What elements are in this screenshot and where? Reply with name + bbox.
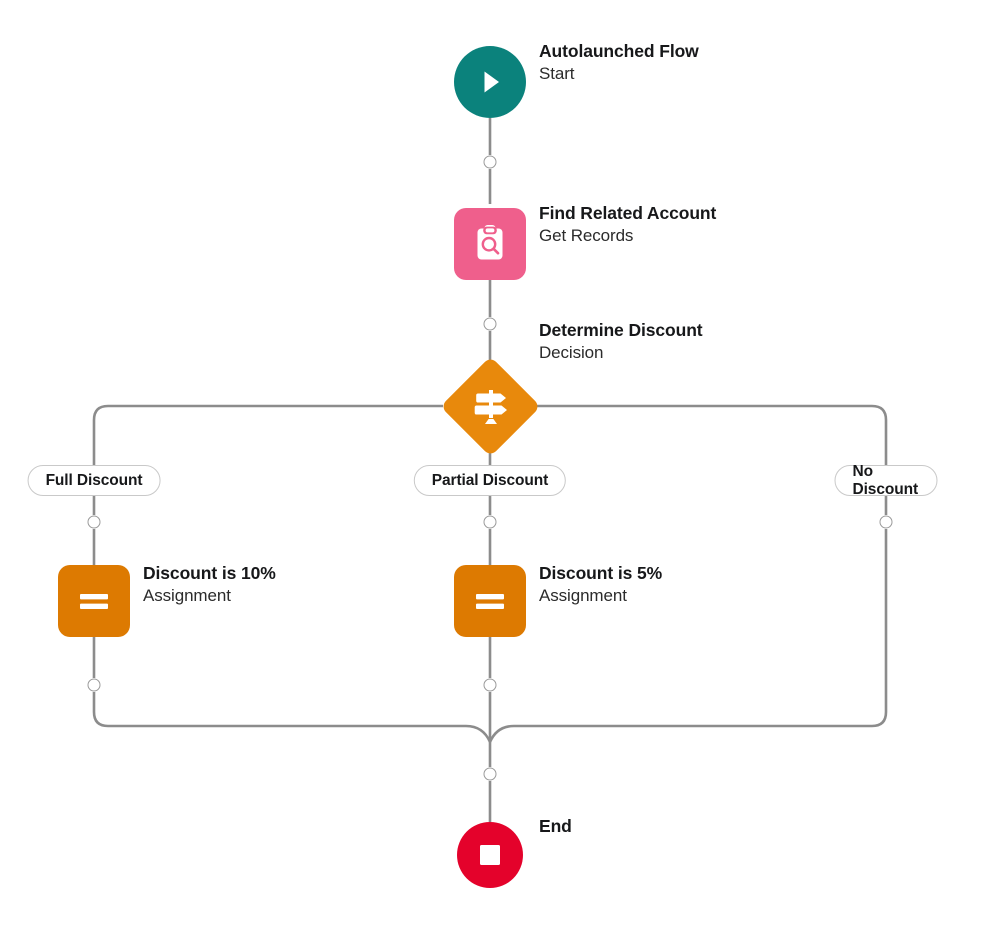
connector-dot-before-end[interactable] xyxy=(483,767,497,781)
get-records-node-title: Find Related Account xyxy=(539,203,717,223)
connector-dot-partial-branch[interactable] xyxy=(483,515,497,529)
connector-dot-start-to-getrecords[interactable] xyxy=(483,155,497,169)
assignment-partial-node-shape xyxy=(454,565,526,637)
start-node-title: Autolaunched Flow xyxy=(539,41,699,61)
flow-node-assignment-partial[interactable] xyxy=(454,565,526,637)
decision-node-title: Determine Discount xyxy=(539,320,703,340)
branch-label-no-discount[interactable]: No Discount xyxy=(834,463,938,498)
start-node-label: Autolaunched Flow Start xyxy=(539,41,699,84)
connector-dot-no-discount-branch[interactable] xyxy=(879,515,893,529)
end-node-label: End xyxy=(539,816,572,837)
decision-node-label: Determine Discount Decision xyxy=(539,320,703,363)
flow-node-get-records[interactable] xyxy=(454,208,526,280)
play-icon xyxy=(454,46,526,118)
equals-icon xyxy=(58,565,130,637)
get-records-node-label: Find Related Account Get Records xyxy=(539,203,716,246)
start-node-subtitle: Start xyxy=(539,63,575,83)
branch-label-partial-discount[interactable]: Partial Discount xyxy=(413,465,567,496)
branch-label-full-discount[interactable]: Full Discount xyxy=(27,465,161,496)
decision-node-subtitle: Decision xyxy=(539,342,604,362)
flow-node-decision[interactable] xyxy=(440,356,541,457)
assignment-full-node-shape xyxy=(58,565,130,637)
flow-node-end[interactable] xyxy=(457,822,523,888)
connector-dot-full-branch[interactable] xyxy=(87,515,101,529)
assignment-partial-node-title: Discount is 5% xyxy=(539,563,663,583)
equals-icon xyxy=(454,565,526,637)
assignment-full-node-title: Discount is 10% xyxy=(143,563,276,583)
connector-dot-getrecords-to-decision[interactable] xyxy=(483,317,497,331)
assignment-full-node-label: Discount is 10% Assignment xyxy=(143,563,276,606)
clipboard-search-icon xyxy=(454,208,526,280)
signpost-icon xyxy=(455,371,526,442)
get-records-node-subtitle: Get Records xyxy=(539,225,634,245)
connector-dot-after-assignment-full[interactable] xyxy=(87,678,101,692)
assignment-partial-node-label: Discount is 5% Assignment xyxy=(539,563,662,606)
flow-node-assignment-full[interactable] xyxy=(58,565,130,637)
end-node-title: End xyxy=(539,816,572,836)
connector-dot-after-assignment-partial[interactable] xyxy=(483,678,497,692)
flow-node-start[interactable] xyxy=(454,46,526,118)
assignment-full-node-subtitle: Assignment xyxy=(143,585,231,605)
stop-icon xyxy=(457,822,523,888)
assignment-partial-node-subtitle: Assignment xyxy=(539,585,627,605)
